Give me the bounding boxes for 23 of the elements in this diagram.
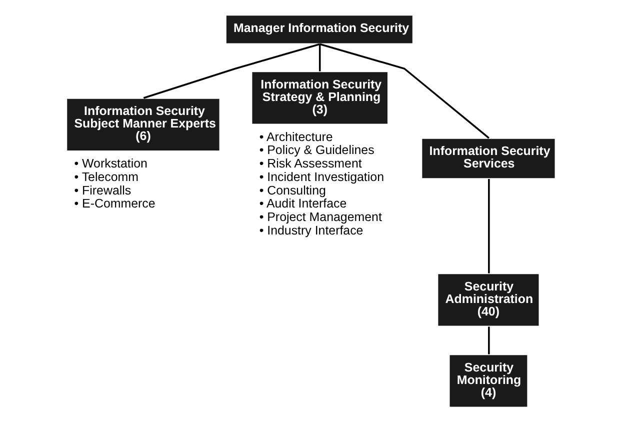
- node-label: • Audit Interface: [258, 196, 346, 211]
- node-label: • Policy & Guidelines: [258, 143, 374, 158]
- node-label: • E-Commerce: [74, 196, 155, 211]
- node-box: Security Administration (40): [438, 274, 538, 326]
- connector: [142, 43, 320, 99]
- node-box: Information Security Subject Manner Experts (6): [66, 98, 219, 150]
- connector: [319, 43, 489, 139]
- node-label: • Telecomm: [74, 170, 138, 184]
- node-label: • Firewalls: [74, 183, 131, 198]
- node-box: Manager Information Security: [226, 16, 412, 44]
- node-label: • Industry Interface: [258, 223, 363, 238]
- connector: [488, 326, 490, 354]
- connector: [318, 44, 320, 72]
- node-label: • Incident Investigation: [258, 170, 384, 184]
- node-label: • Consulting: [258, 183, 326, 198]
- connector: [488, 178, 490, 274]
- node-label: • Architecture: [258, 130, 332, 144]
- node-box: Security Monitoring (4): [449, 355, 527, 407]
- node-label: • Risk Assessment: [258, 156, 362, 171]
- node-box: Information Security Services: [422, 138, 554, 178]
- node-label: • Workstation: [74, 156, 147, 171]
- node-label: • Project Management: [258, 210, 382, 224]
- node-box: Information Security Strategy & Planning (3): [252, 72, 387, 124]
